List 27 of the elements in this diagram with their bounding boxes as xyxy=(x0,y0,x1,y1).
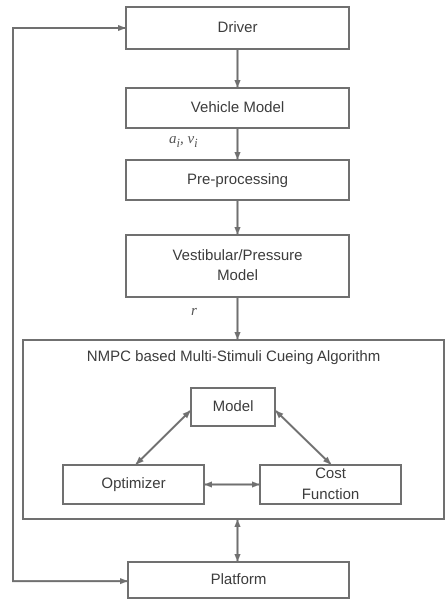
arrow xyxy=(275,410,332,465)
process-box xyxy=(125,159,350,201)
group-title: NMPC based Multi-Stimuli Cueing Algorithm xyxy=(86,347,380,367)
box-label: Model xyxy=(212,396,254,417)
arrow xyxy=(234,129,241,160)
process-box xyxy=(62,464,205,505)
arrow xyxy=(12,24,128,584)
box-label: Vestibular/Pressure Model xyxy=(171,246,304,286)
box-label: Pre-processing xyxy=(187,170,288,190)
process-box xyxy=(125,87,350,129)
process-box xyxy=(125,6,350,50)
arrow xyxy=(234,519,241,562)
box-label: Platform xyxy=(210,570,266,590)
box-label: Cost Function xyxy=(300,464,360,504)
box-label: Vehicle Model xyxy=(190,98,284,118)
box-label: Optimizer xyxy=(101,474,166,494)
arrow xyxy=(136,410,191,465)
process-box xyxy=(125,234,350,298)
arrow xyxy=(234,50,241,88)
arrow xyxy=(234,201,241,235)
process-box xyxy=(127,561,350,599)
box-label: Driver xyxy=(218,18,258,38)
process-box xyxy=(190,387,276,427)
group-box xyxy=(22,339,445,520)
arrow xyxy=(204,481,260,488)
process-box xyxy=(259,464,402,505)
arrow xyxy=(234,298,241,340)
